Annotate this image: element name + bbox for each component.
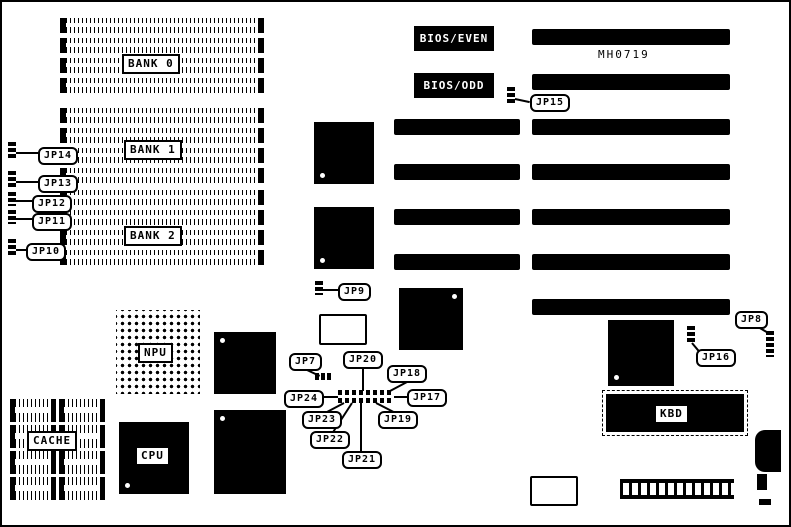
- jp22-label: JP22: [310, 431, 351, 449]
- jp14-label: JP14: [38, 147, 79, 165]
- jp18-label: JP18: [387, 365, 428, 383]
- kbd-label: KBD: [654, 404, 689, 424]
- expansion-slot: [394, 119, 520, 135]
- jp9-label: JP9: [338, 283, 372, 301]
- jp17-leader-line: [394, 396, 407, 398]
- oscillator: [319, 314, 367, 345]
- bios-even-chip: BIOS/EVEN: [414, 26, 494, 51]
- jp21-label: JP21: [342, 451, 383, 469]
- jp10-jumper-icon: [8, 239, 16, 255]
- expansion-slot: [532, 74, 730, 90]
- bank1-label: BANK 1: [124, 140, 182, 160]
- jp13-leader-line: [16, 181, 38, 183]
- expansion-slot: [394, 164, 520, 180]
- expansion-slot: [532, 119, 730, 135]
- jp12-label: JP12: [32, 195, 73, 213]
- qfp-chip: [214, 410, 286, 494]
- expansion-slot: [532, 29, 730, 45]
- jp15-leader-line: [514, 98, 530, 104]
- jp14-jumper-icon: [8, 142, 16, 158]
- jp21-leader-line: [360, 403, 362, 452]
- jp7-label: JP7: [289, 353, 323, 371]
- jp15-jumper-icon: [507, 87, 515, 103]
- expansion-slot: [532, 209, 730, 225]
- jp11-label: JP11: [32, 213, 73, 231]
- jp19-label: JP19: [378, 411, 419, 429]
- board-id-text: MH0719: [598, 48, 650, 61]
- jp12-leader-line: [16, 200, 32, 202]
- jp24-leader-line: [323, 396, 338, 398]
- cpu-label: CPU: [135, 446, 170, 466]
- bottom-component: [530, 476, 578, 506]
- cache-sram-chip: [10, 399, 56, 422]
- expansion-slot: [532, 254, 730, 270]
- jp16-jumper-icon: [687, 326, 695, 342]
- jp12-jumper-icon: [8, 192, 16, 206]
- jp13-label: JP13: [38, 175, 79, 193]
- cache-sram-chip: [59, 451, 105, 474]
- cache-sram-chip: [59, 399, 105, 422]
- jp8-jumper-icon: [766, 331, 774, 357]
- edge-connector: [757, 474, 767, 490]
- memory-socket-row: [60, 210, 264, 225]
- pin-header-strip: [620, 479, 734, 499]
- jp9-leader-line: [323, 289, 338, 291]
- jp15-label: JP15: [530, 94, 571, 112]
- memory-socket-row: [60, 168, 264, 183]
- memory-socket-row: [60, 250, 264, 265]
- jp20-leader-line: [362, 369, 364, 391]
- cache-sram-chip: [59, 477, 105, 500]
- jumper-pin-block: [338, 390, 394, 403]
- jp11-leader-line: [16, 218, 32, 220]
- jp20-label: JP20: [343, 351, 384, 369]
- jp10-label: JP10: [26, 243, 67, 261]
- jp16-label: JP16: [696, 349, 737, 367]
- bios-odd-chip: BIOS/ODD: [414, 73, 494, 98]
- jp8-label: JP8: [735, 311, 769, 329]
- qfp-chip: [399, 288, 463, 350]
- memory-socket-row: [60, 78, 264, 93]
- jp23-label: JP23: [302, 411, 343, 429]
- jp17-label: JP17: [407, 389, 448, 407]
- cache-sram-chip: [10, 477, 56, 500]
- jp13-jumper-icon: [8, 171, 16, 187]
- memory-socket-row: [60, 108, 264, 123]
- jp14-leader-line: [16, 152, 38, 154]
- jp9-jumper-icon: [315, 281, 323, 295]
- expansion-slot: [532, 164, 730, 180]
- memory-socket-row: [60, 18, 264, 33]
- jp7-jumper-icon: [315, 373, 331, 380]
- npu-label: NPU: [138, 343, 173, 363]
- edge-connector: [759, 499, 771, 505]
- qfp-chip: [608, 320, 674, 386]
- bank2-label: BANK 2: [124, 226, 182, 246]
- qfp-chip: [314, 122, 374, 184]
- cache-sram-chip: [10, 451, 56, 474]
- cache-label: CACHE: [27, 431, 78, 451]
- expansion-slot: [394, 209, 520, 225]
- expansion-slot: [532, 299, 730, 315]
- jp24-label: JP24: [284, 390, 325, 408]
- qfp-chip: [314, 207, 374, 269]
- memory-socket-row: [60, 190, 264, 205]
- memory-socket-row: [60, 38, 264, 53]
- jp10-leader-line: [16, 249, 26, 251]
- jp11-jumper-icon: [8, 210, 16, 224]
- qfp-chip: [214, 332, 276, 394]
- bank0-label: BANK 0: [122, 54, 180, 74]
- keyboard-din-connector: [755, 430, 781, 472]
- memory-socket-row: [60, 128, 264, 143]
- expansion-slot: [394, 254, 520, 270]
